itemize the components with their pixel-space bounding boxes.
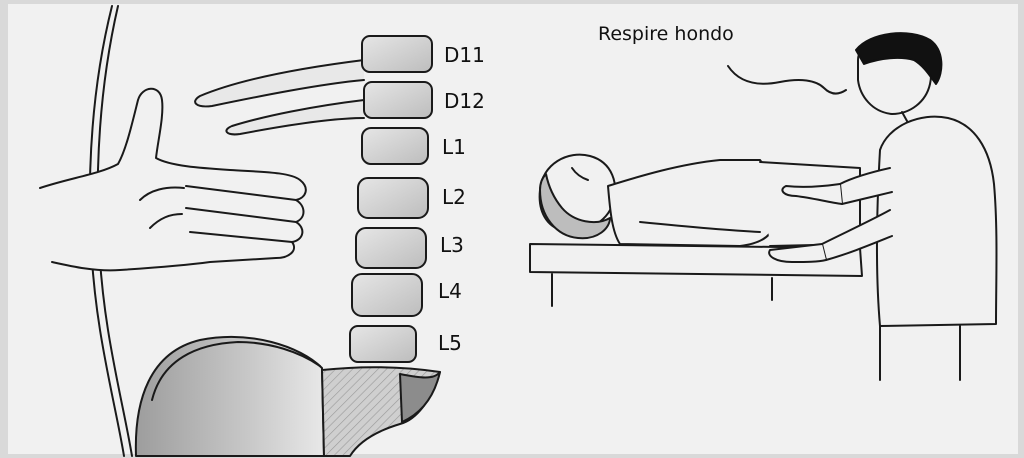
vertebra-l4 (352, 274, 422, 316)
speech-text: Respire hondo (598, 23, 734, 45)
label-l4: L4 (438, 279, 462, 303)
label-l3: L3 (440, 233, 464, 257)
vertebra-l3 (356, 228, 426, 268)
vertebra-d12 (364, 82, 432, 118)
label-l5: L5 (438, 331, 462, 355)
label-l2: L2 (442, 185, 466, 209)
doctor-coat (877, 117, 997, 326)
vertebra-d11 (362, 36, 432, 72)
vertebra-l2 (358, 178, 428, 218)
label-d12: D12 (444, 89, 485, 113)
vertebra-l1 (362, 128, 428, 164)
label-d11: D11 (444, 43, 485, 67)
label-l1: L1 (442, 135, 466, 159)
vertebra-l5 (350, 326, 416, 362)
